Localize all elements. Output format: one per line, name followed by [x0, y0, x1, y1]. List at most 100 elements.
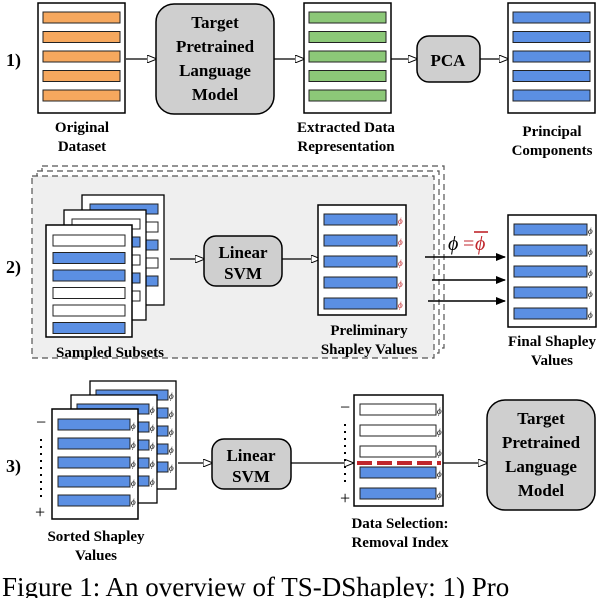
- data-bar: [308, 50, 387, 63]
- data-bar: [52, 252, 126, 264]
- data-bar: [513, 307, 588, 320]
- preliminary-label-2: Shapley Values: [321, 342, 417, 358]
- row-1-marker: 1): [6, 50, 21, 71]
- data-bar: [512, 50, 591, 63]
- row-3-marker: 3): [6, 456, 21, 477]
- phi-label: ϕ: [150, 423, 155, 433]
- data-bar: [512, 70, 591, 82]
- sorted-shapley-label-2: Values: [75, 548, 117, 564]
- extracted-label-2: Representation: [297, 139, 395, 155]
- selection-plus-sign: +: [340, 488, 350, 508]
- target-model-3-line-4: Model: [518, 481, 565, 500]
- data-bar: [42, 89, 121, 102]
- data-bar: [513, 286, 588, 299]
- phi-label: ϕ: [398, 258, 403, 268]
- phi-label: ϕ: [131, 459, 136, 469]
- data-bar: [308, 11, 387, 24]
- target-model-1-line-3: Language: [179, 61, 251, 80]
- phi-label: ϕ: [169, 427, 174, 437]
- linear-svm-2-line-1: Linear: [218, 243, 268, 262]
- principal-label-1: Principal: [522, 124, 581, 140]
- phi-label: ϕ: [588, 247, 593, 257]
- phi-label: ϕ: [169, 463, 174, 473]
- data-bar: [323, 297, 398, 310]
- preliminary-label-1: Preliminary: [330, 323, 408, 339]
- linear-svm-3-line-1: Linear: [226, 446, 276, 465]
- phi-symbol: ϕ: [448, 233, 458, 255]
- phi-label: ϕ: [169, 391, 174, 401]
- data-selection-label-1: Data Selection:: [351, 516, 448, 532]
- data-bar: [42, 11, 121, 24]
- phi-label: ϕ: [398, 300, 403, 310]
- data-bar: [323, 213, 398, 226]
- phi-label: ϕ: [150, 477, 155, 487]
- empty-bar: [52, 287, 126, 299]
- phi-label: ϕ: [437, 490, 442, 500]
- phi-label: ϕ: [398, 279, 403, 289]
- empty-bar: [52, 234, 126, 247]
- row-1: 1) Original Dataset Target Pretrained La…: [6, 2, 596, 159]
- data-bar: [512, 11, 591, 24]
- linear-svm-2-line-2: SVM: [224, 264, 262, 283]
- phi-label: ϕ: [131, 478, 136, 488]
- target-model-3-line-3: Language: [505, 457, 577, 476]
- data-bar: [57, 494, 131, 507]
- phi-label: ϕ: [437, 448, 442, 458]
- data-bar: [57, 456, 131, 469]
- sorted-shapley-label-1: Sorted Shapley: [47, 529, 145, 545]
- target-model-1-line-4: Model: [192, 85, 239, 104]
- phi-label: ϕ: [131, 440, 136, 450]
- phi-label: ϕ: [398, 216, 403, 226]
- linear-svm-box-3: [211, 438, 292, 490]
- empty-bar: [359, 445, 437, 458]
- data-bar: [359, 487, 437, 500]
- phi-label: ϕ: [588, 268, 593, 278]
- phi-label: ϕ: [169, 409, 174, 419]
- principal-components-doc: [507, 2, 596, 114]
- data-bar: [323, 234, 398, 247]
- pca-label: PCA: [431, 51, 467, 70]
- phi-label: ϕ: [588, 289, 593, 299]
- phi-label: ϕ: [150, 405, 155, 415]
- data-bar: [52, 322, 126, 334]
- data-selection-label-2: Removal Index: [351, 535, 449, 551]
- data-bar: [57, 475, 131, 488]
- equals-symbol: =: [463, 233, 474, 255]
- final-shapley-label-2: Values: [531, 353, 573, 369]
- phi-label: ϕ: [437, 469, 442, 479]
- selection-minus-sign: −: [340, 397, 350, 417]
- data-bar: [42, 50, 121, 63]
- target-model-3-line-1: Target: [517, 409, 565, 428]
- data-bar: [512, 31, 591, 43]
- phi-label: ϕ: [131, 421, 136, 431]
- linear-svm-3-line-2: SVM: [232, 467, 270, 486]
- empty-bar: [52, 304, 126, 317]
- sorted-plus-sign: +: [35, 502, 45, 522]
- extracted-representation-doc: [303, 2, 392, 114]
- original-dataset-doc: [37, 2, 126, 114]
- preliminary-shapley-doc: ϕ ϕ ϕ ϕ ϕ: [317, 204, 407, 316]
- phi-label: ϕ: [437, 406, 442, 416]
- data-bar: [359, 466, 437, 479]
- data-bar: [513, 244, 588, 257]
- phi-label: ϕ: [588, 310, 593, 320]
- data-bar: [57, 418, 131, 431]
- phi-label: ϕ: [150, 459, 155, 469]
- phi-label: ϕ: [398, 237, 403, 247]
- data-selection-doc: ϕ ϕ ϕ ϕ ϕ: [353, 394, 444, 507]
- sorted-minus-sign: −: [36, 412, 46, 432]
- sampled-subsets-label: Sampled Subsets: [56, 345, 164, 361]
- target-model-1-line-2: Pretrained: [176, 37, 255, 56]
- empty-bar: [359, 403, 437, 416]
- figure-caption: Figure 1: An overview of TS-DShapley: 1)…: [2, 572, 509, 598]
- sampled-subsets-stack: [45, 194, 165, 338]
- data-bar: [42, 31, 121, 43]
- phi-label: ϕ: [437, 427, 442, 437]
- final-shapley-label-1: Final Shapley: [508, 334, 596, 350]
- data-bar: [323, 276, 398, 289]
- original-dataset-label-2: Dataset: [58, 139, 106, 155]
